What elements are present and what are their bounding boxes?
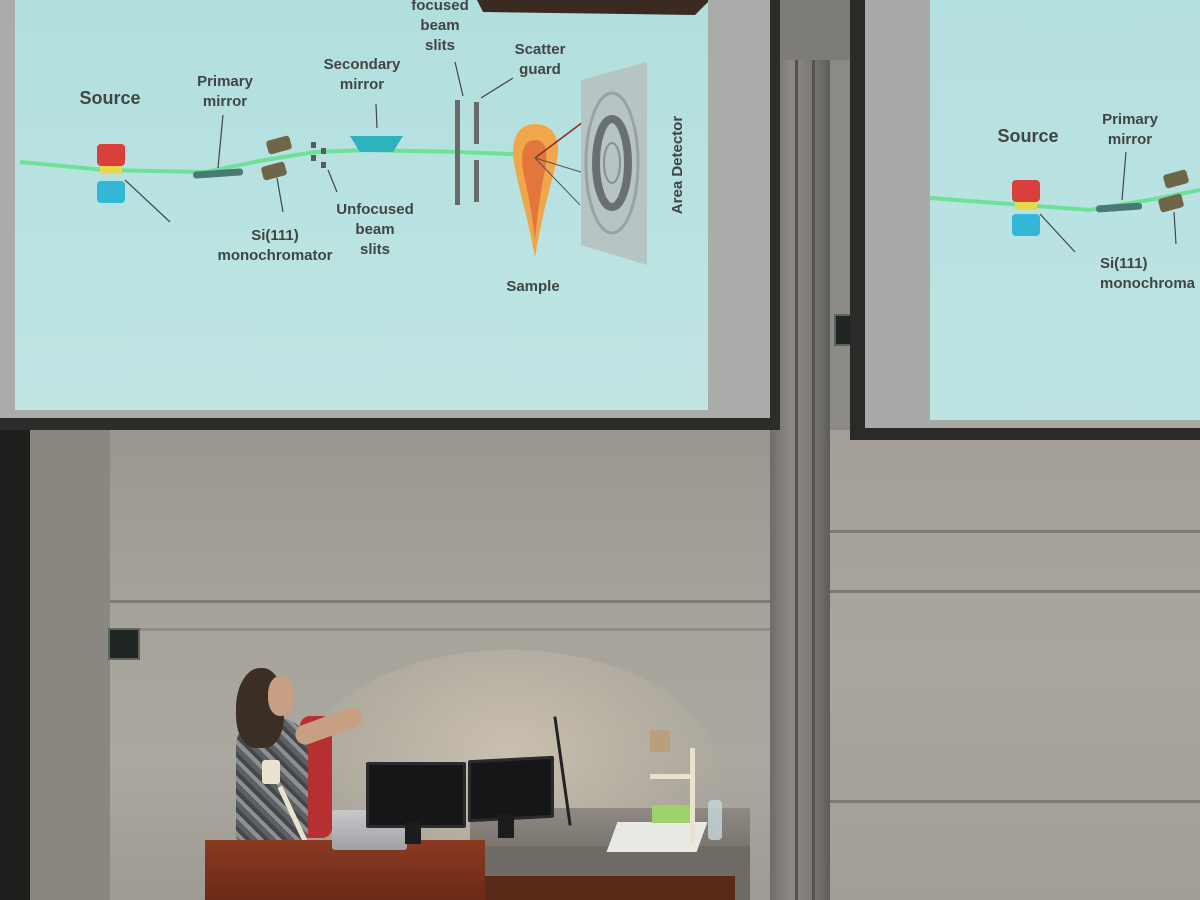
label-line: slits xyxy=(424,37,455,54)
label-line: Unfocused xyxy=(336,201,414,218)
label-primary-mirror: Primary mirror xyxy=(1080,110,1180,150)
beamline-diagram-2 xyxy=(930,151,1200,253)
desk-front xyxy=(480,876,735,900)
monitor-stand xyxy=(405,822,421,844)
left-wall-panel xyxy=(30,425,110,900)
label-line: beam xyxy=(355,221,395,238)
slit-icon xyxy=(311,142,338,193)
label-line: monochroma xyxy=(1100,275,1196,292)
label-monochromator: Si(111) monochromator xyxy=(200,226,350,266)
mirror-icon xyxy=(193,114,244,179)
pillar-groove xyxy=(812,60,815,900)
mirror-icon xyxy=(1096,151,1143,213)
slide-main: Source Primary mirror Secondary mirror f… xyxy=(15,0,708,410)
label-scatter-guard: Scatter guard xyxy=(495,40,585,80)
label-focused-beam-slits: focused beam slits xyxy=(395,0,485,56)
label-primary-mirror: Primary mirror xyxy=(175,72,275,112)
label-line: focused xyxy=(411,0,469,14)
label-monochromator: Si(111) monochroma xyxy=(1100,254,1200,294)
magnet-icon xyxy=(97,144,171,223)
label-line: Primary xyxy=(197,73,253,90)
exit-sign-icon xyxy=(108,628,140,660)
label-sample: Sample xyxy=(506,278,560,295)
wall-panel-seam xyxy=(105,628,770,631)
label-line: guard xyxy=(519,61,561,78)
label-secondary-mirror: Secondary mirror xyxy=(307,55,417,95)
slide-second: Source Primary mirror Si(111) monochroma xyxy=(930,0,1200,420)
wall-pillar xyxy=(770,60,830,900)
label-line: beam xyxy=(420,17,460,34)
crystal-icon xyxy=(1158,169,1189,245)
mirror-icon xyxy=(350,103,403,152)
monitor-right xyxy=(468,755,554,823)
wall-panel-seam xyxy=(815,590,1200,593)
label-line: slits xyxy=(359,241,390,258)
label-source: Source xyxy=(997,126,1059,146)
desk-lamp-head xyxy=(262,760,280,784)
label-line: mirror xyxy=(1107,131,1153,148)
green-note xyxy=(652,805,692,823)
label-line: Secondary xyxy=(323,56,401,73)
document-camera-head xyxy=(650,730,670,752)
document-camera-arm xyxy=(690,748,695,843)
magnet-icon xyxy=(1012,180,1076,253)
label-area-detector: Area Detector xyxy=(669,115,686,215)
label-line: Scatter xyxy=(514,41,566,58)
label-unfocused-beam-slits: Unfocused beam slits xyxy=(320,200,430,260)
partial-image xyxy=(477,0,708,15)
label-line: mirror xyxy=(339,76,385,93)
label-line: Si(111) xyxy=(1100,255,1148,272)
slit-icon xyxy=(454,61,514,205)
label-source: Source xyxy=(79,88,141,108)
crystal-icon xyxy=(261,135,292,213)
lectern xyxy=(205,840,485,900)
monitor-left xyxy=(366,762,466,828)
label-line: monochromator xyxy=(217,247,333,264)
document-camera-arm xyxy=(650,774,694,779)
wall-panel-seam xyxy=(815,530,1200,533)
monitor-stand xyxy=(498,814,514,838)
left-wall-edge xyxy=(0,420,30,900)
right-wall xyxy=(810,430,1200,900)
water-bottle xyxy=(708,800,722,840)
label-line: Primary xyxy=(1102,111,1158,128)
wall-panel-seam xyxy=(105,600,770,603)
detector-rings-icon xyxy=(581,62,647,265)
label-line: mirror xyxy=(202,93,248,110)
label-line: Si(111) xyxy=(251,227,299,244)
beamline-diagram xyxy=(19,0,708,265)
wall-panel-seam xyxy=(815,800,1200,803)
presenter-face xyxy=(268,676,294,716)
pillar-groove xyxy=(795,60,798,900)
